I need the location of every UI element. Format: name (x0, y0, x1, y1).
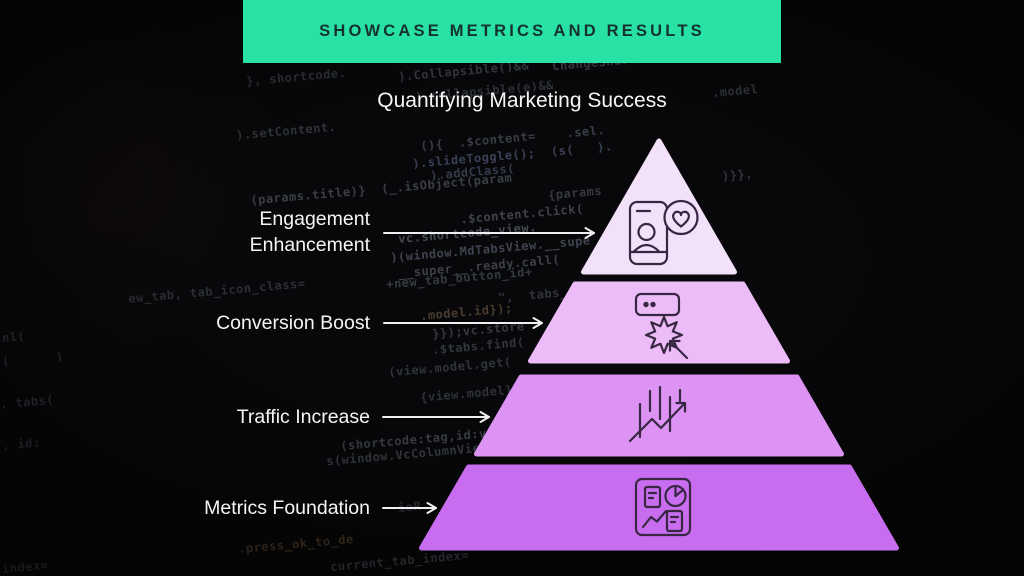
arrow-traffic (382, 411, 490, 423)
click-burst-icon (634, 292, 689, 360)
header-banner: SHOWCASE METRICS AND RESULTS (243, 0, 781, 63)
label-engagement-enhancement: Engagement Enhancement (249, 208, 370, 256)
phone-profile-heart-icon (628, 199, 699, 266)
chart-up-arrow-icon (628, 385, 687, 443)
label-conversion-boost: Conversion Boost (216, 312, 370, 334)
arrow-engagement (383, 227, 595, 239)
page-title: Quantifying Marketing Success (377, 89, 667, 112)
arrow-conversion (383, 317, 543, 329)
pyramid-tier-engagement (581, 138, 737, 275)
dashboard-metrics-icon (634, 477, 692, 537)
label-metrics-foundation: Metrics Foundation (204, 497, 370, 519)
label-traffic-increase: Traffic Increase (236, 406, 370, 428)
label-arrows (382, 227, 595, 514)
pyramid-tier-conversion (528, 281, 790, 364)
arrow-metrics (382, 502, 437, 514)
banner-title: SHOWCASE METRICS AND RESULTS (319, 22, 705, 40)
